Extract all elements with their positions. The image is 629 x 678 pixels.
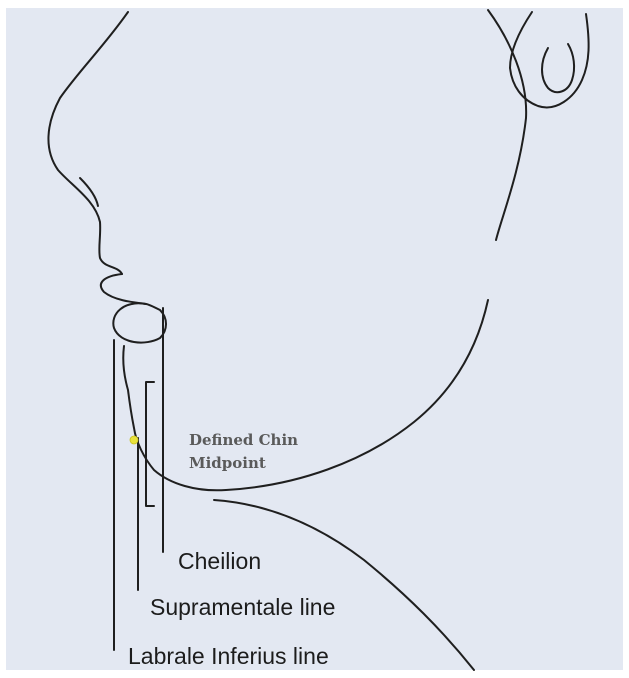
chin-midpoint-label-line1: Defined Chin (189, 431, 298, 450)
background-panel (6, 8, 623, 670)
cheilion-label: Cheilion (178, 548, 261, 574)
labrale-inferius-label: Labrale Inferius line (128, 643, 329, 669)
supramentale-label: Supramentale line (150, 594, 335, 620)
chin-midpoint-label-line2: Midpoint (189, 454, 266, 473)
chin-midpoint-dot (130, 436, 138, 444)
